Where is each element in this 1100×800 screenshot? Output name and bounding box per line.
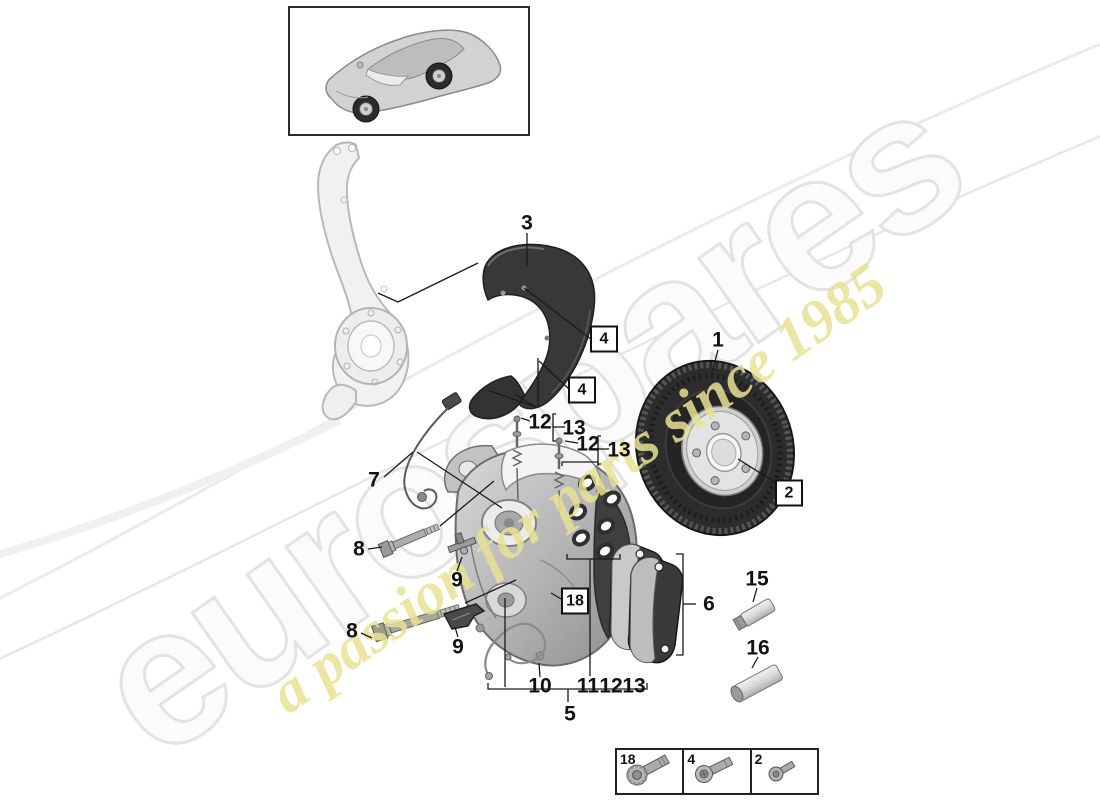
legend-label: 2 <box>754 751 763 767</box>
callout-9[interactable]: 9 <box>452 635 464 659</box>
splash-shield <box>468 243 596 420</box>
callout-7[interactable]: 7 <box>368 468 380 492</box>
leader-line <box>520 417 531 422</box>
multipoint-screw-icon <box>626 754 670 786</box>
leader-line <box>751 656 759 669</box>
callout-1[interactable]: 1 <box>712 328 724 352</box>
leader-line <box>454 626 459 638</box>
leader-line <box>561 461 599 466</box>
legend-cell-2: 2 <box>752 750 817 793</box>
vehicle-sketch <box>325 29 502 123</box>
countersunk-screw-icon <box>768 760 796 782</box>
leader-line <box>523 287 592 340</box>
callout-13[interactable]: 13 <box>607 438 631 462</box>
leader-line <box>464 579 517 604</box>
leader-line <box>552 413 556 442</box>
legend-label: 4 <box>687 751 696 767</box>
legend-cell-4: 4 <box>684 750 752 793</box>
callout-16[interactable]: 16 <box>746 636 770 660</box>
callout-12[interactable]: 12 <box>576 432 600 456</box>
grease-tube-large <box>730 664 783 703</box>
callout-12[interactable]: 12 <box>599 674 623 698</box>
leader-line <box>383 451 414 478</box>
retainer-clip <box>442 603 486 630</box>
leader-line <box>513 393 537 408</box>
callout-8[interactable]: 8 <box>346 619 358 643</box>
leader-line <box>489 390 537 408</box>
leader-line <box>737 458 782 487</box>
legend-cell-18: 18 <box>617 750 685 793</box>
callout-12[interactable]: 12 <box>528 410 552 434</box>
callout-11[interactable]: 11 <box>576 674 600 698</box>
leader-line <box>416 451 503 509</box>
fastener-legend: 18 4 <box>615 748 819 795</box>
leader-line <box>752 587 758 603</box>
seal-rings <box>568 474 622 560</box>
legend-label: 18 <box>620 751 636 767</box>
callout-8[interactable]: 8 <box>353 537 365 561</box>
guide-bolt <box>371 604 461 643</box>
caliper-bolt <box>377 523 440 559</box>
callout-10[interactable]: 10 <box>528 674 552 698</box>
wear-sensor-wire <box>403 392 462 510</box>
leader-line <box>597 435 601 465</box>
leader-line <box>367 546 383 550</box>
leader-line <box>538 360 571 391</box>
callout-4[interactable]: 4 <box>590 325 618 353</box>
leader-line <box>456 556 463 572</box>
car-mirror <box>356 61 364 69</box>
leader-line <box>538 662 541 678</box>
leader-line <box>566 554 621 560</box>
leader-line <box>676 553 684 656</box>
car-windshield <box>365 68 410 86</box>
callout-6[interactable]: 6 <box>703 592 715 616</box>
vehicle-thumbnail-box <box>288 6 530 136</box>
caliper-guide-pin <box>511 415 523 501</box>
callout-2[interactable]: 2 <box>775 479 803 507</box>
leader-line <box>360 632 373 639</box>
caliper-guide-pin <box>553 437 565 515</box>
steering-knuckle <box>316 141 410 421</box>
panhead-screw-icon <box>695 756 734 783</box>
bleeder-fitting <box>447 532 477 555</box>
grease-tube-small <box>732 598 776 631</box>
callout-3[interactable]: 3 <box>521 211 533 235</box>
brake-disc <box>634 359 796 537</box>
callout-9[interactable]: 9 <box>451 568 463 592</box>
leader-line <box>439 480 495 527</box>
brake-pads <box>608 543 684 664</box>
callout-13[interactable]: 13 <box>562 416 586 440</box>
callout-4[interactable]: 4 <box>568 376 596 404</box>
callout-5[interactable]: 5 <box>564 702 576 726</box>
leader-line <box>564 440 579 444</box>
callout-18[interactable]: 18 <box>561 587 589 615</box>
callout-13[interactable]: 13 <box>622 674 646 698</box>
leader-line <box>711 349 719 373</box>
pad-spring-wire <box>484 622 547 680</box>
leader-line <box>377 262 479 303</box>
callout-15[interactable]: 15 <box>745 567 769 591</box>
